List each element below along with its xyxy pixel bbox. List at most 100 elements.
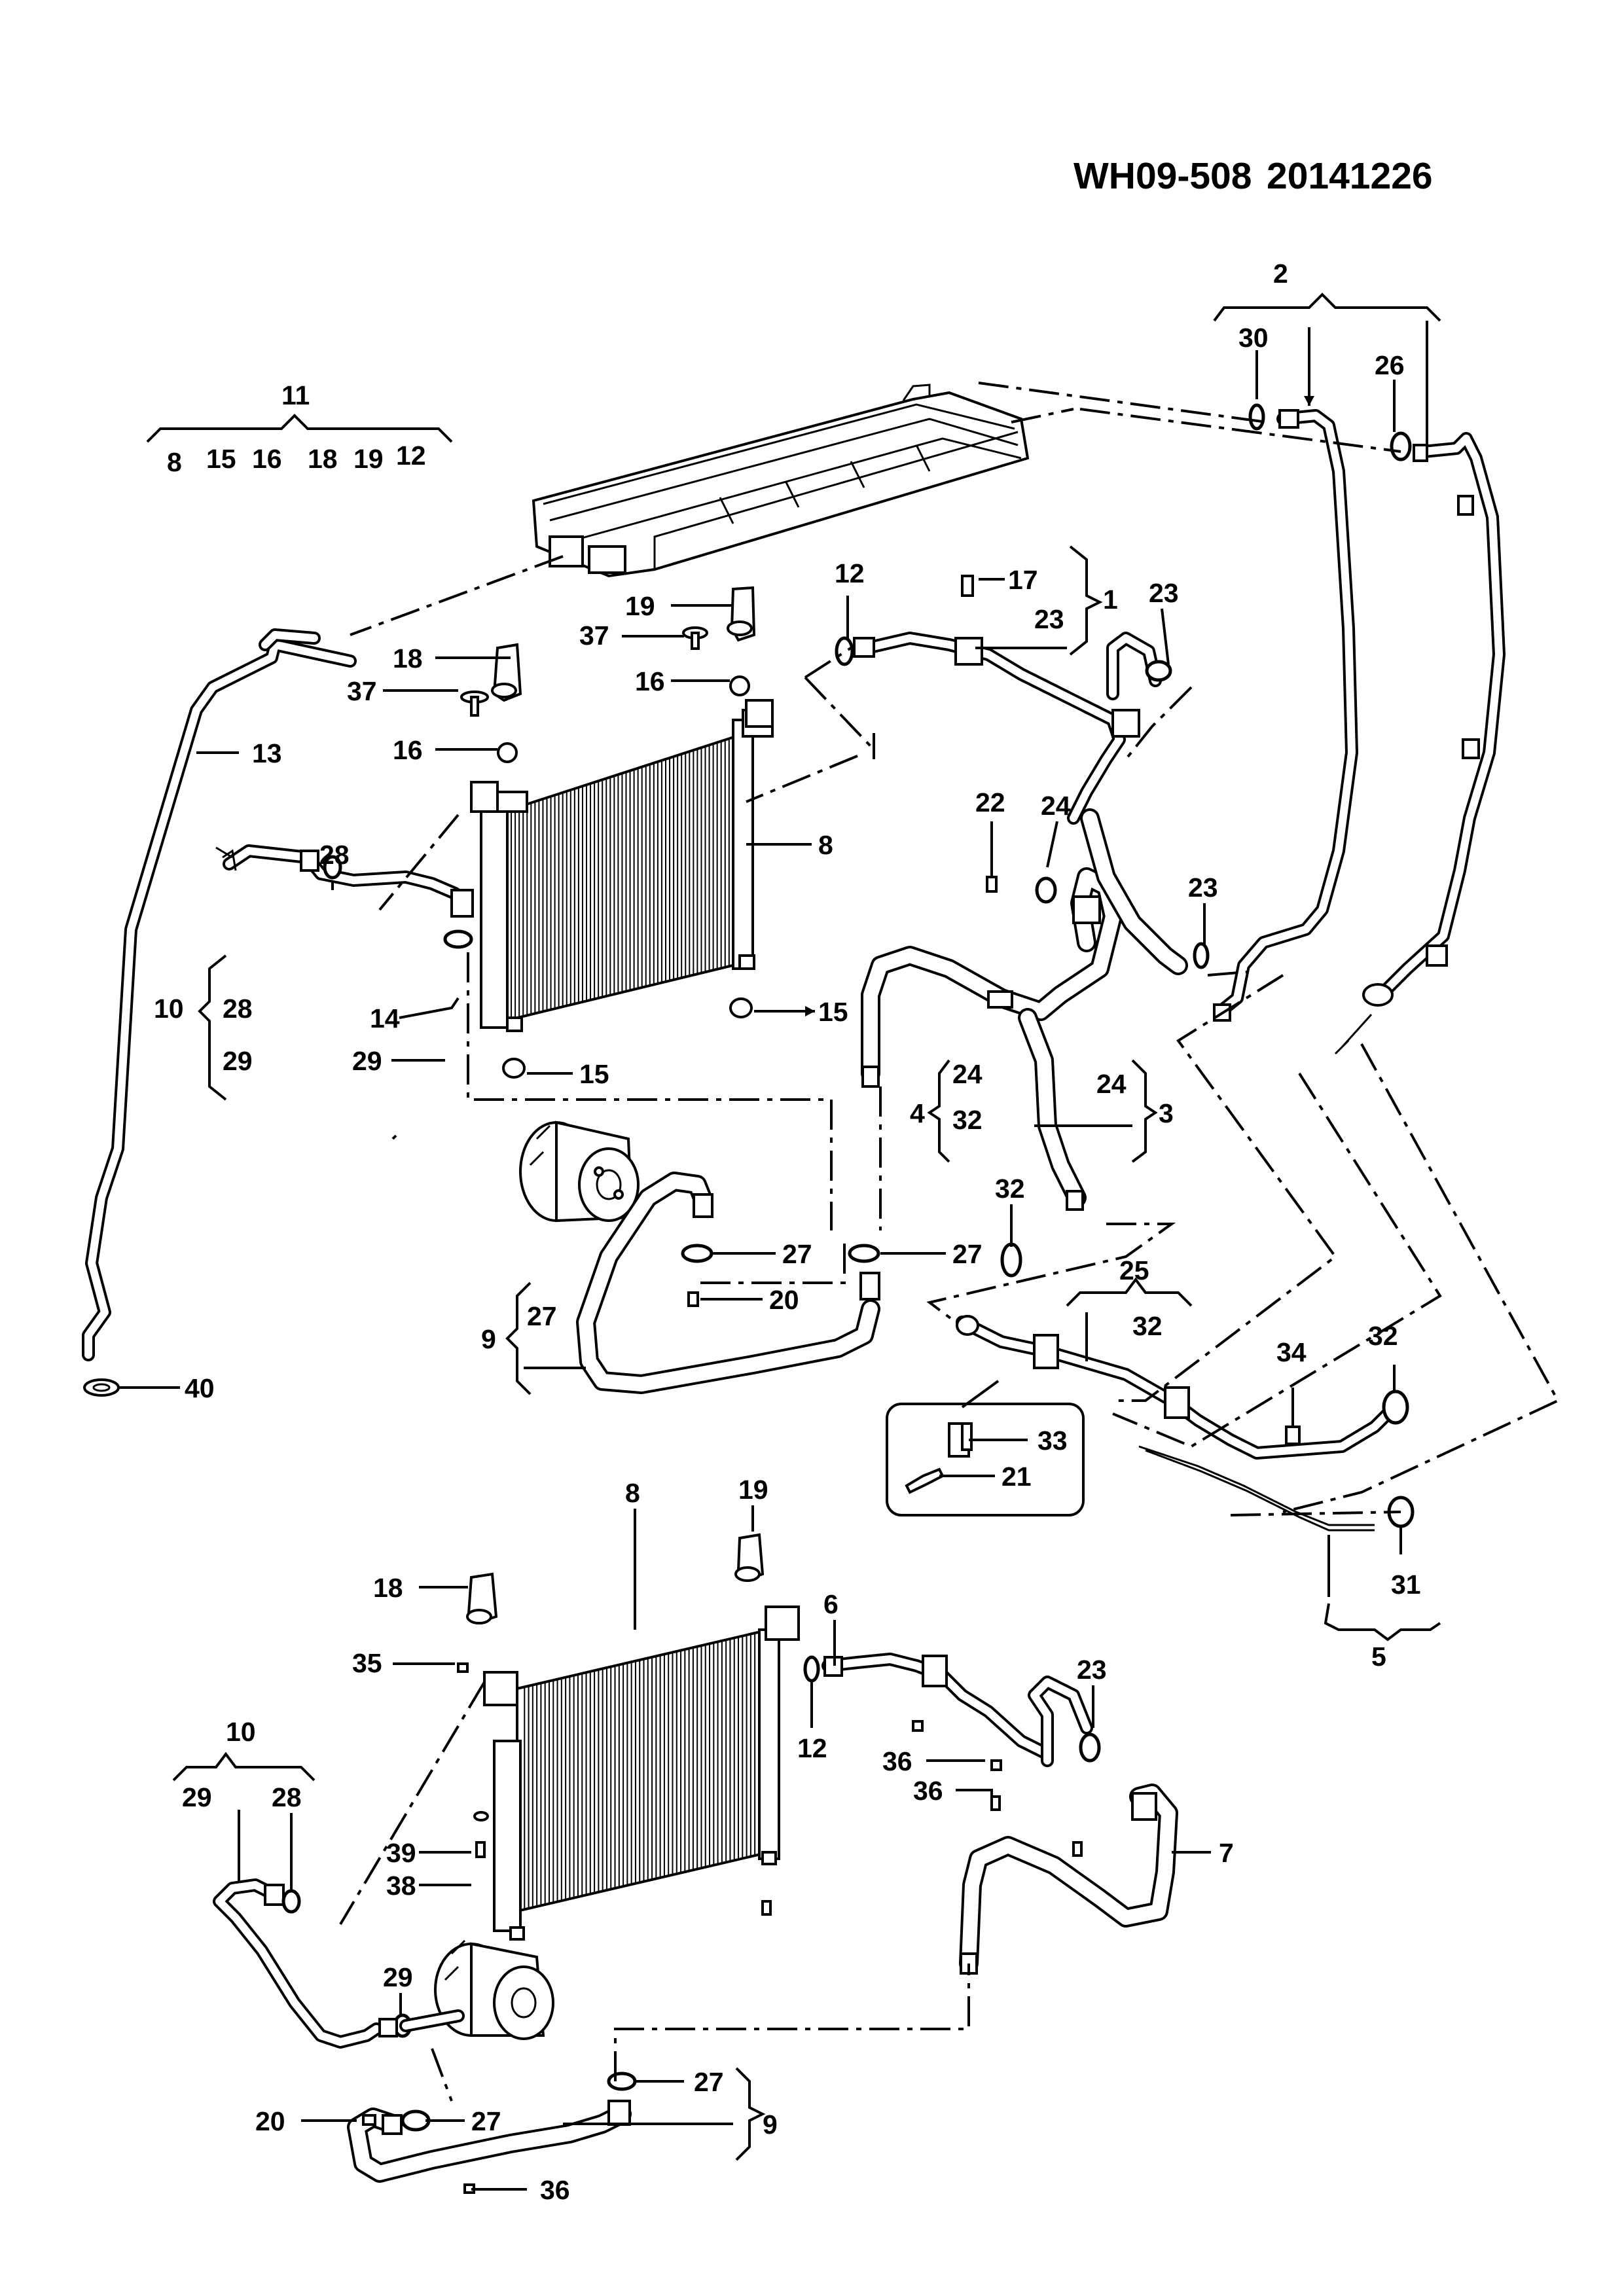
pipe-assembly-1: [835, 575, 1210, 975]
callout-24: 24: [1041, 791, 1071, 821]
screw-36a: [912, 1720, 924, 1732]
o-ring-27: [681, 1244, 713, 1263]
pipe-13: [82, 628, 357, 1397]
o-ring-12-lower: [803, 1655, 820, 1683]
screw-38: [475, 1841, 486, 1858]
condenser-lower: [483, 1605, 800, 1941]
drawing-code: WH09-508 20141226: [1074, 155, 1433, 197]
callout-2: 2: [1273, 259, 1288, 289]
callout-29: 29: [352, 1046, 382, 1076]
hvac-module: [532, 384, 1030, 578]
callout-22: 22: [975, 787, 1005, 817]
callout-11-item-19: 19: [353, 444, 384, 474]
callout-12: 12: [835, 558, 865, 588]
hose-9-lower: [347, 2072, 637, 2194]
callout-27-lower: 27: [694, 2067, 724, 2097]
o-ring-23: [1145, 660, 1172, 682]
callout-10-lower-28: 28: [272, 1782, 302, 1812]
drawing-date: 20141226: [1267, 155, 1433, 197]
callout-23b: 23: [1149, 578, 1179, 608]
o-ring-27-lower-b: [607, 2072, 637, 2091]
callout-38: 38: [386, 1871, 416, 1901]
callout-25: 25: [1119, 1255, 1149, 1285]
o-ring-12: [835, 636, 854, 666]
callout-24b: 24: [1096, 1069, 1127, 1099]
callout-11: 11: [281, 380, 310, 410]
callout-12-lower: 12: [797, 1733, 827, 1763]
callout-11-item-15: 15: [206, 444, 236, 474]
callout-16b: 16: [635, 666, 665, 696]
callout-labels: 2 30 26 11 8 15 16 18 19 12 13 40 18 37 …: [154, 259, 1421, 2205]
pipe-25: [956, 1315, 1415, 1532]
callout-10: 10: [154, 994, 184, 1024]
callout-10-lower-29: 29: [182, 1782, 212, 1812]
pad-16: [497, 742, 518, 763]
callout-36c: 36: [540, 2175, 570, 2205]
o-ring-26: [1390, 431, 1412, 461]
pad-15: [729, 997, 753, 1018]
callout-16: 16: [393, 735, 423, 765]
upper-brackets: [460, 586, 756, 1079]
callout-39: 39: [386, 1838, 416, 1868]
callout-25-32: 32: [1132, 1311, 1163, 1341]
callout-9: 9: [481, 1324, 496, 1354]
callout-10-28: 28: [223, 994, 253, 1024]
condenser-fins: [511, 735, 742, 1019]
callout-4-24: 24: [952, 1059, 983, 1089]
washer-39: [473, 1811, 489, 1821]
callout-19: 19: [625, 591, 655, 621]
leader-arrows: [805, 396, 1314, 1016]
callout-8: 8: [818, 830, 833, 860]
o-ring-23-lower: [1079, 1732, 1101, 1763]
callout-20-lower: 20: [255, 2106, 285, 2136]
o-ring-29: [443, 929, 473, 949]
callout-15: 15: [818, 997, 848, 1027]
o-ring-32b: [1382, 1390, 1409, 1425]
hose-3-4: [861, 867, 1123, 1278]
callout-6: 6: [823, 1589, 839, 1619]
callout-20: 20: [769, 1285, 799, 1315]
callout-4: 4: [910, 1098, 925, 1128]
callout-23: 23: [1034, 604, 1064, 634]
o-ring-23b: [1193, 942, 1210, 969]
callout-27: 27: [782, 1239, 812, 1269]
callout-21: 21: [1001, 1462, 1032, 1492]
pipe-2: [1213, 403, 1506, 1055]
callout-31: 31: [1391, 1570, 1421, 1600]
grommet-40: [83, 1378, 120, 1397]
leader-lines: [118, 293, 1441, 2191]
callout-33: 33: [1038, 1426, 1068, 1456]
callout-28: 28: [319, 840, 350, 870]
callout-13: 13: [252, 738, 282, 768]
callout-10-lower: 10: [226, 1717, 256, 1747]
callout-26: 26: [1375, 350, 1405, 380]
callout-29-lower: 29: [383, 1962, 413, 1992]
callout-9-lower: 9: [763, 2109, 778, 2140]
o-ring-24: [1035, 876, 1057, 904]
callout-36b: 36: [913, 1776, 943, 1806]
screw-36b: [990, 1759, 1002, 1771]
callout-40: 40: [185, 1373, 215, 1403]
detail-box: [886, 1403, 1085, 1516]
callout-11-item-16: 16: [252, 444, 282, 474]
hose-9-upper: [576, 1172, 880, 1394]
hose-10-upper: [215, 844, 474, 949]
pipe-6-7: [803, 1653, 1178, 1975]
screw-35: [457, 1662, 469, 1673]
o-ring-30: [1248, 403, 1265, 431]
bolt-20-lower: [362, 2114, 376, 2126]
callout-10-29: 29: [223, 1046, 253, 1076]
callout-37: 37: [347, 676, 377, 706]
callout-30: 30: [1238, 323, 1269, 353]
o-ring-32: [1000, 1242, 1022, 1278]
callout-15b: 15: [579, 1059, 609, 1089]
callout-32b: 32: [1368, 1321, 1398, 1351]
callout-7: 7: [1219, 1838, 1234, 1868]
callout-35: 35: [352, 1648, 382, 1678]
pad-15b: [502, 1058, 526, 1079]
callout-11-item-18: 18: [308, 444, 338, 474]
condenser-upper: [470, 699, 774, 1032]
callout-9-27: 27: [527, 1301, 557, 1331]
callout-1: 1: [1103, 584, 1118, 615]
